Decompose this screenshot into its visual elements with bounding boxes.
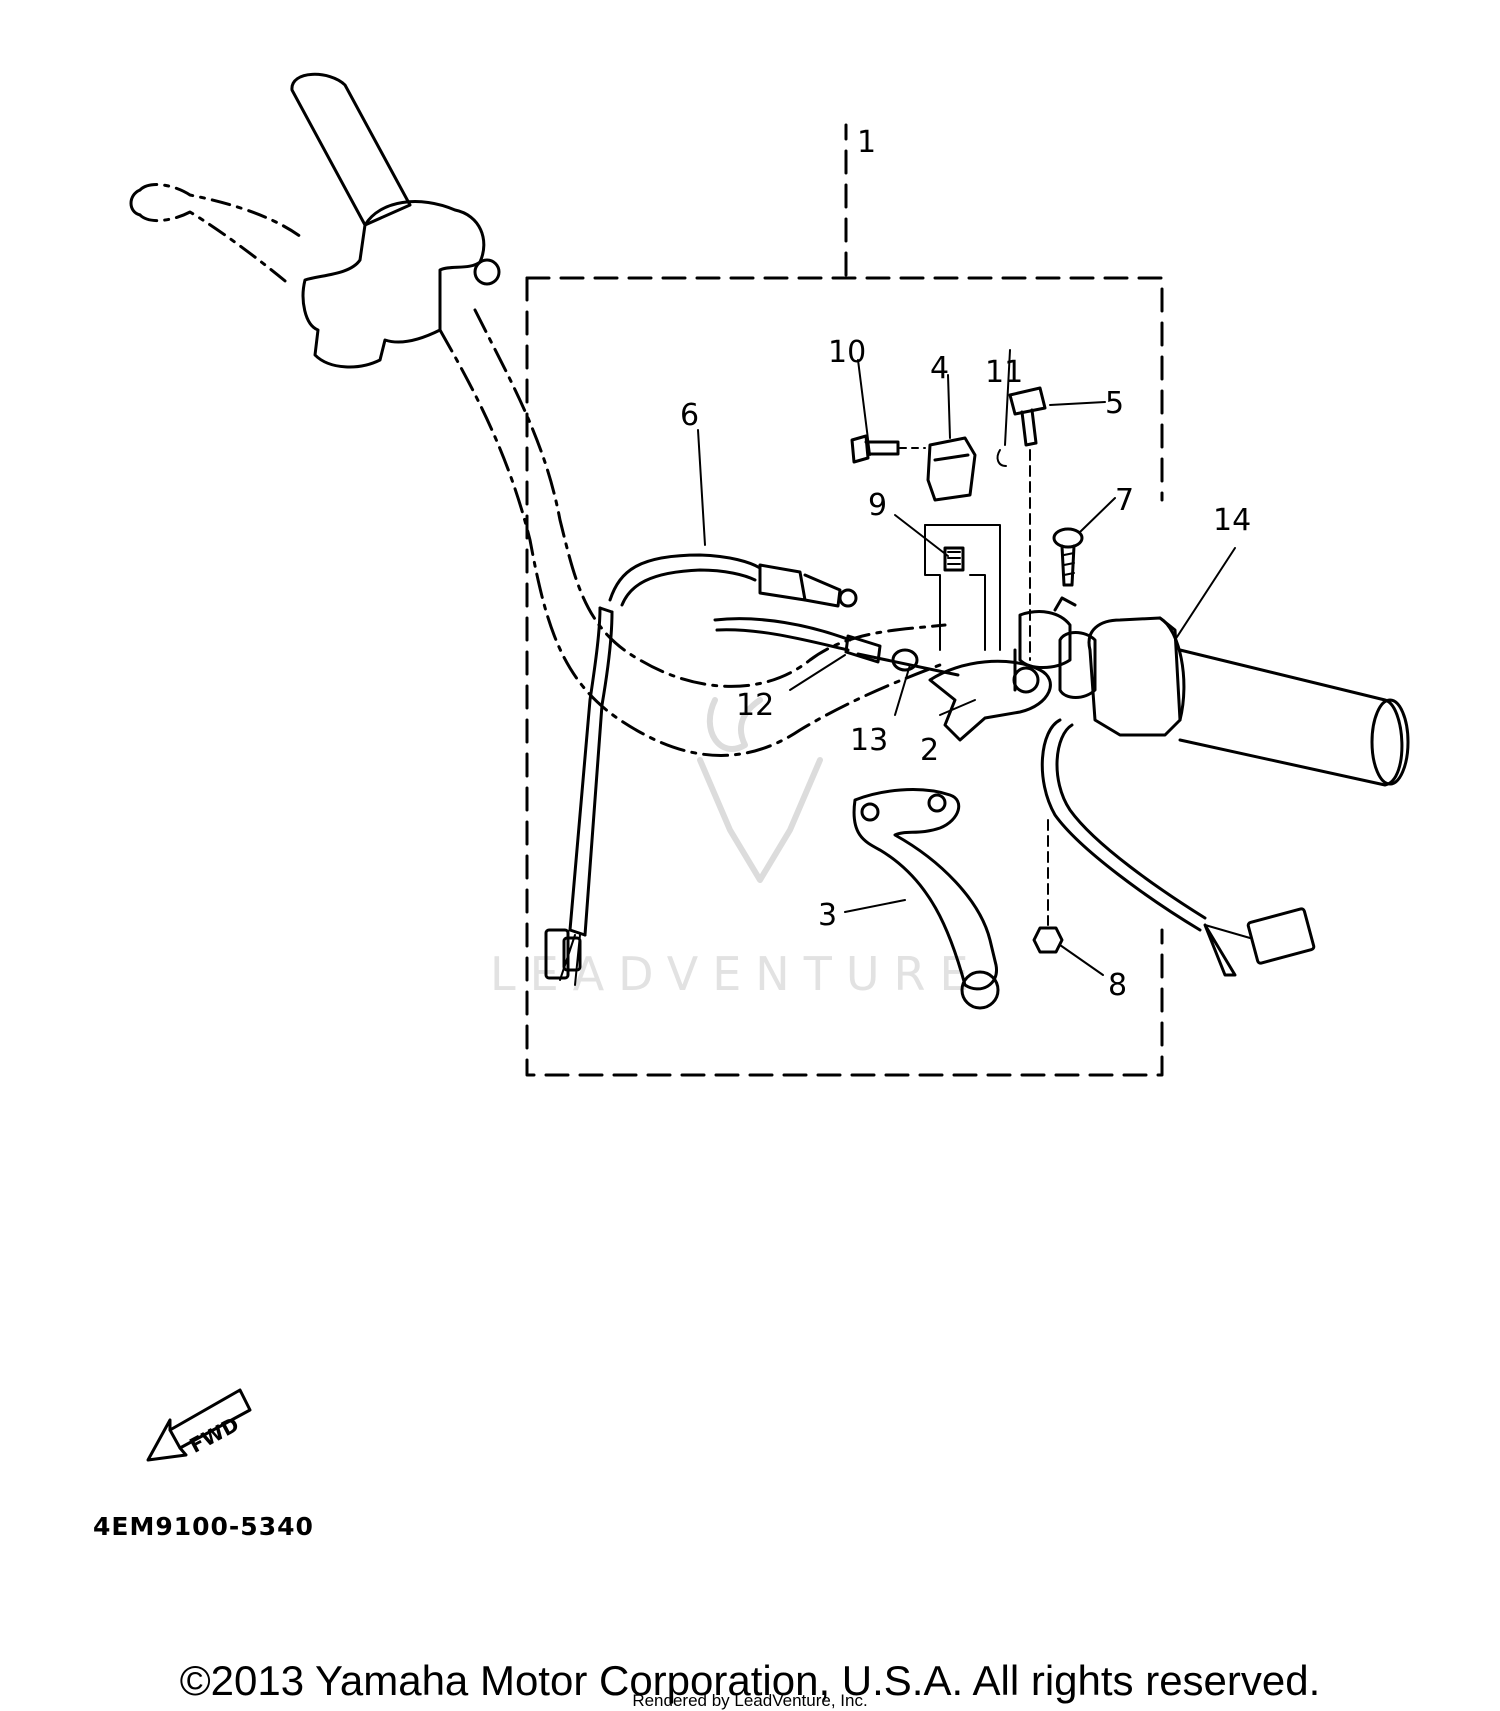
part-14-right-grip <box>1058 616 1410 787</box>
right-switch-lead <box>1040 718 1316 977</box>
part-9-spring <box>924 524 1001 651</box>
callout-1: 1 <box>857 125 876 160</box>
callout-6: 6 <box>680 398 699 433</box>
callout-11: 11 <box>985 355 1023 390</box>
part-5-bolt <box>1008 386 1047 661</box>
copyright-notice: ©2013 Yamaha Motor Corporation, U.S.A. A… <box>179 1657 1321 1704</box>
fwd-direction-arrow <box>146 1388 252 1462</box>
part-6-switch-cable <box>608 553 858 608</box>
callout-8: 8 <box>1108 968 1127 1003</box>
switch-lead-wire <box>544 606 614 986</box>
callout-9: 9 <box>868 488 887 523</box>
part-3-lever <box>852 788 1000 1010</box>
rendered-by-credit: Rendered by LeadVenture, Inc. <box>632 1691 868 1710</box>
callout-numbers: 1 2 3 4 5 6 7 8 9 10 11 12 13 14 <box>680 125 1251 1003</box>
callout-7: 7 <box>1115 483 1134 518</box>
callout-2: 2 <box>920 733 939 768</box>
callout-12: 12 <box>736 688 774 723</box>
part-11-clip <box>996 449 1007 467</box>
callout-5: 5 <box>1105 386 1124 421</box>
callout-leaders <box>697 349 1236 976</box>
clamp-housing <box>1018 596 1077 669</box>
leadventure-watermark-logo <box>697 697 823 883</box>
assembly-boundary <box>525 123 1164 1077</box>
part-10-bolt <box>850 434 926 464</box>
handlebar-phantom <box>438 308 947 757</box>
part-2-lever-holder <box>928 648 1052 742</box>
part-7-screw <box>1052 527 1084 587</box>
callout-14: 14 <box>1213 503 1251 538</box>
watermark-text: LEADVENTURE <box>490 947 983 1001</box>
left-grip-phantom <box>129 72 501 369</box>
fwd-label: FWD <box>185 1412 242 1458</box>
callout-4: 4 <box>930 351 949 386</box>
callout-3: 3 <box>818 898 837 933</box>
part-12-13-cable-adjuster <box>713 617 960 677</box>
part-4-pivot-block <box>926 436 977 502</box>
callout-13: 13 <box>850 723 888 758</box>
diagram-part-code: 4EM9100-5340 <box>93 1512 314 1541</box>
part-8-nut <box>1032 819 1064 954</box>
callout-10: 10 <box>828 335 866 370</box>
